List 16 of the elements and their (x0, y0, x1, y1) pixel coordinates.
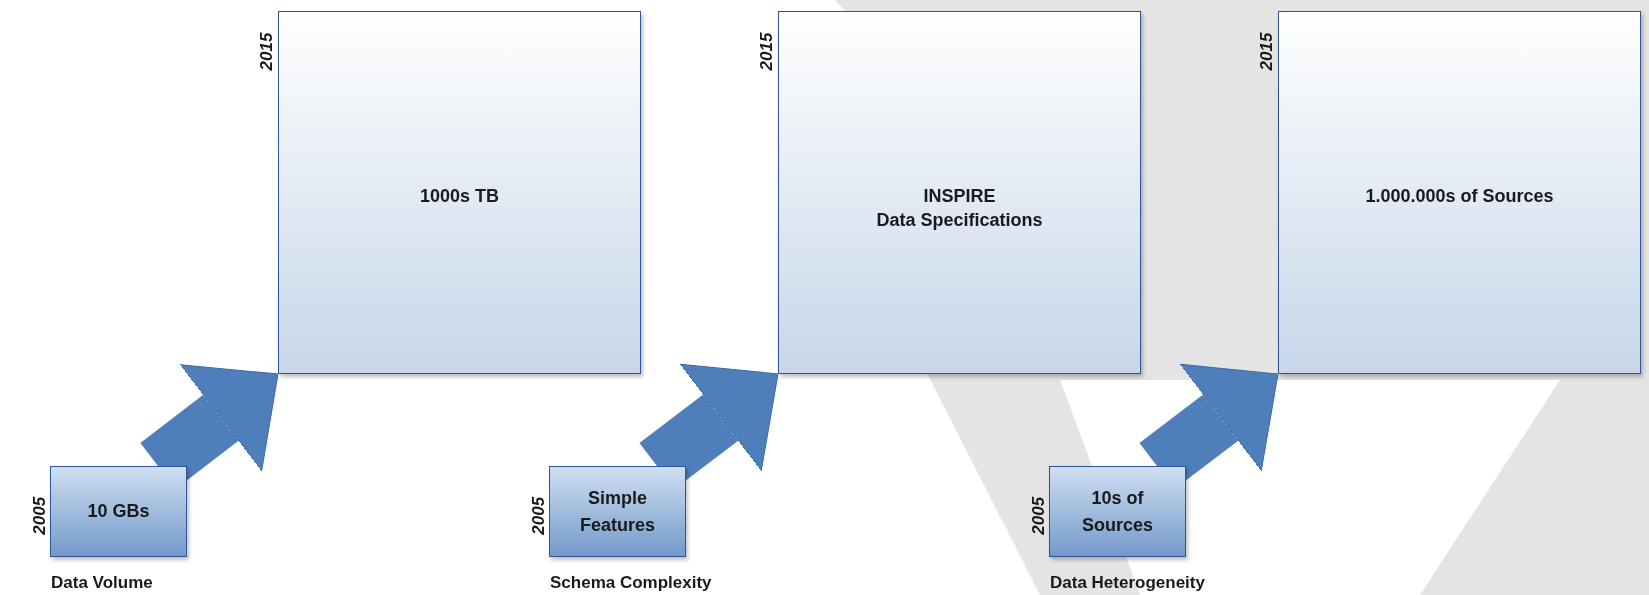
year-label: 2005 (29, 496, 51, 535)
box-text: 10 GBs (87, 500, 150, 523)
box-text: INSPIRE (923, 185, 996, 208)
category-label: Schema Complexity (550, 572, 712, 594)
year-label: 2005 (528, 496, 550, 535)
box-text: Data Specifications (876, 209, 1043, 233)
year-label: 2015 (256, 32, 278, 71)
box-text: 1.000.000s of Sources (1365, 185, 1554, 208)
box-text: Simple Features (578, 486, 656, 537)
box-text: 1000s TB (419, 185, 500, 208)
year-label: 2015 (1256, 32, 1278, 71)
box-text: 10s of Sources (1080, 486, 1154, 537)
category-label: Data Heterogeneity (1050, 572, 1205, 594)
year-label: 2005 (1028, 496, 1050, 535)
year-label: 2015 (756, 32, 778, 71)
category-label: Data Volume (51, 572, 153, 594)
